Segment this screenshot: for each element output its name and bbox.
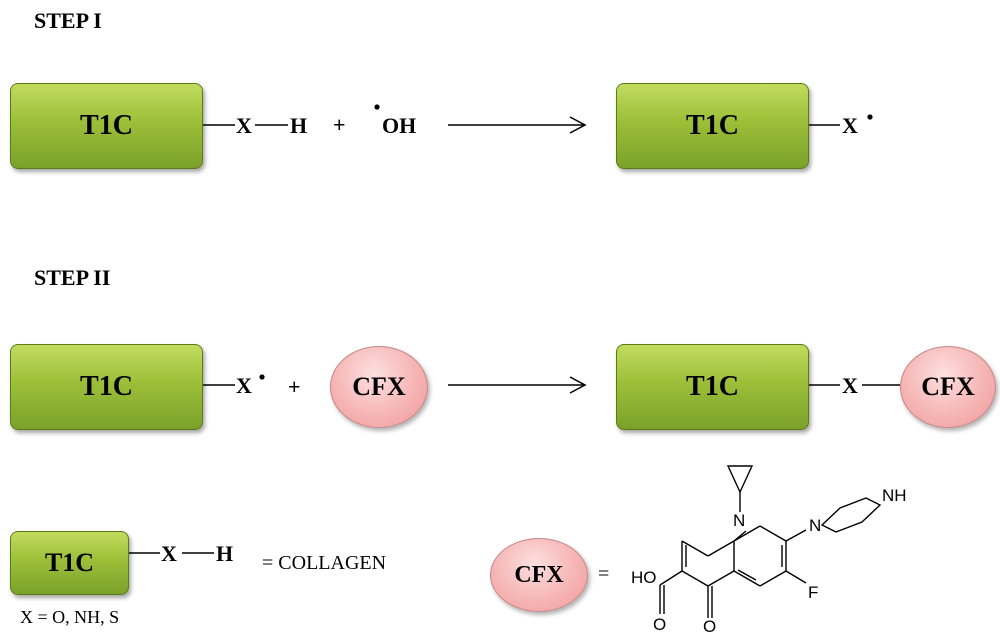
radical-dot [374, 104, 380, 110]
h-label: H [290, 113, 308, 138]
t1c-box-legend: T1C [10, 531, 129, 595]
atom-label-ho: HO [631, 568, 657, 587]
cfx-oval-legend: CFX [490, 538, 588, 612]
h-label: H [216, 541, 234, 566]
plus-sign: + [333, 112, 346, 137]
atom-label-o-acid: O [653, 615, 667, 634]
hydroxyl-radical-label: OH [382, 113, 417, 138]
x-radical-label: X [842, 113, 858, 138]
atom-label-nh: NH [882, 486, 907, 505]
x-label: X [236, 113, 252, 138]
collagen-definition: = COLLAGEN [262, 552, 387, 574]
cfx-oval-product: CFX [900, 346, 996, 428]
x-radical-label: X [236, 373, 252, 398]
step-1-title: STEP I [34, 8, 102, 33]
t1c-box-product-2: T1C [616, 344, 809, 430]
ciprofloxacin-structure [659, 465, 882, 618]
radical-dot [259, 374, 265, 380]
atom-label-f: F [808, 583, 819, 602]
equals-sign: = [598, 563, 610, 585]
x-label: X [842, 373, 858, 398]
plus-sign: + [288, 374, 301, 399]
atom-label-n2: N [809, 516, 822, 535]
step-2-title: STEP II [34, 265, 111, 290]
atom-label-n1: N [733, 511, 746, 530]
t1c-box-reactant-1: T1C [10, 83, 203, 169]
t1c-box-reactant-2: T1C [10, 344, 203, 430]
t1c-box-product-1: T1C [616, 83, 809, 169]
x-label: X [161, 541, 177, 566]
arrow-head [569, 116, 587, 134]
atom-label-o-ketone: O [703, 617, 717, 636]
arrow-head [569, 376, 587, 394]
radical-dot [867, 114, 873, 120]
x-definition: X = O, NH, S [20, 607, 120, 627]
cfx-oval-reagent: CFX [330, 346, 428, 428]
